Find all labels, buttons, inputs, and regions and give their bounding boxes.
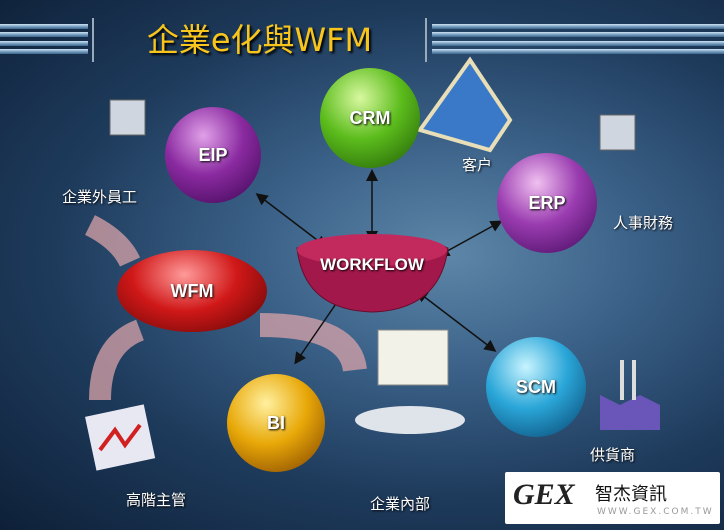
node-bi: BI [227,374,325,472]
node-erp: ERP [497,153,597,253]
label-customer: 客户 [462,156,493,174]
arrow-scm [415,290,497,352]
building-clipart [416,56,513,153]
label-internal: 企業內部 [370,495,431,513]
factory-clipart [600,395,660,430]
title-bars-left [0,24,88,54]
title-bars-right [432,24,724,54]
label-executive: 高階主管 [126,491,187,509]
flow-arrow-executive-to-wfm [89,319,145,401]
computer-clipart [599,114,636,151]
label-external-staff: 企業外員工 [62,188,138,206]
label-supplier: 供貨商 [590,446,636,464]
arrow-eip [255,193,328,248]
node-scm: SCM [486,337,586,437]
label-hr-finance: 人事財務 [613,214,674,232]
logo-mark: GEX [513,478,575,511]
node-workflow: WORKFLOW [320,255,424,274]
flow-arrow-internal-to-wfm [259,313,367,373]
logo-url: WWW.GEX.COM.TW [597,507,714,517]
arrow-erp [437,220,503,257]
desk-computer-clipart [109,99,146,136]
node-eip: EIP [165,107,261,203]
node-wfm: WFM [117,250,267,332]
presentation-clipart [377,329,449,386]
node-crm: CRM [320,68,420,168]
flow-arrow-external-to-wfm [84,215,141,268]
logo-name: 智杰資訊 [595,484,667,505]
slide-title: 企業e化與WFM [92,18,427,62]
arrow-bi [294,292,344,365]
company-logo: GEX 智杰資訊 WWW.GEX.COM.TW [505,472,720,524]
